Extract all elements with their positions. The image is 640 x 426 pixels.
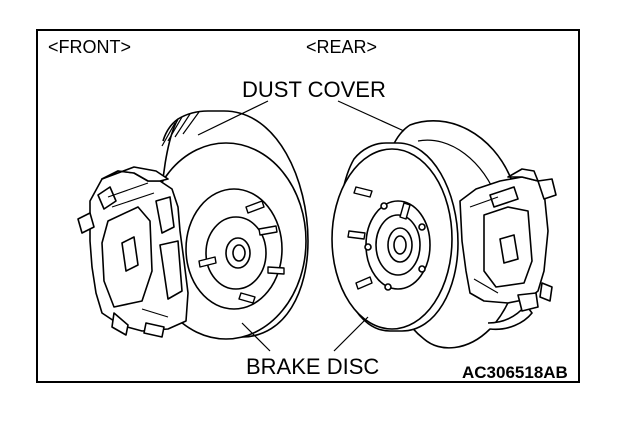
- brake-disc-leader-front: [242, 323, 270, 351]
- figure-id: AC306518AB: [462, 363, 568, 382]
- front-wheel-studs: [199, 201, 284, 303]
- dust-cover-leader-rear: [338, 101, 404, 131]
- front-caliper: [78, 167, 188, 337]
- brake-disc-leader-rear: [334, 317, 368, 351]
- rear-caliper: [460, 169, 556, 311]
- front-label: <FRONT>: [48, 37, 132, 57]
- front-brake-assembly: [78, 111, 308, 339]
- brake-disc-label: BRAKE DISC: [246, 354, 380, 379]
- diagram-frame: <FRONT> <REAR> DUST COVER BRAKE DISC AC3…: [36, 29, 580, 383]
- dust-cover-label: DUST COVER: [242, 77, 386, 102]
- rear-label: <REAR>: [306, 37, 378, 57]
- dust-cover-leader-front: [198, 101, 268, 135]
- brake-assembly-illustration: [38, 31, 578, 381]
- leader-lines: [198, 101, 404, 351]
- rear-brake-assembly: [332, 121, 556, 348]
- rear-wheel-studs: [348, 187, 410, 289]
